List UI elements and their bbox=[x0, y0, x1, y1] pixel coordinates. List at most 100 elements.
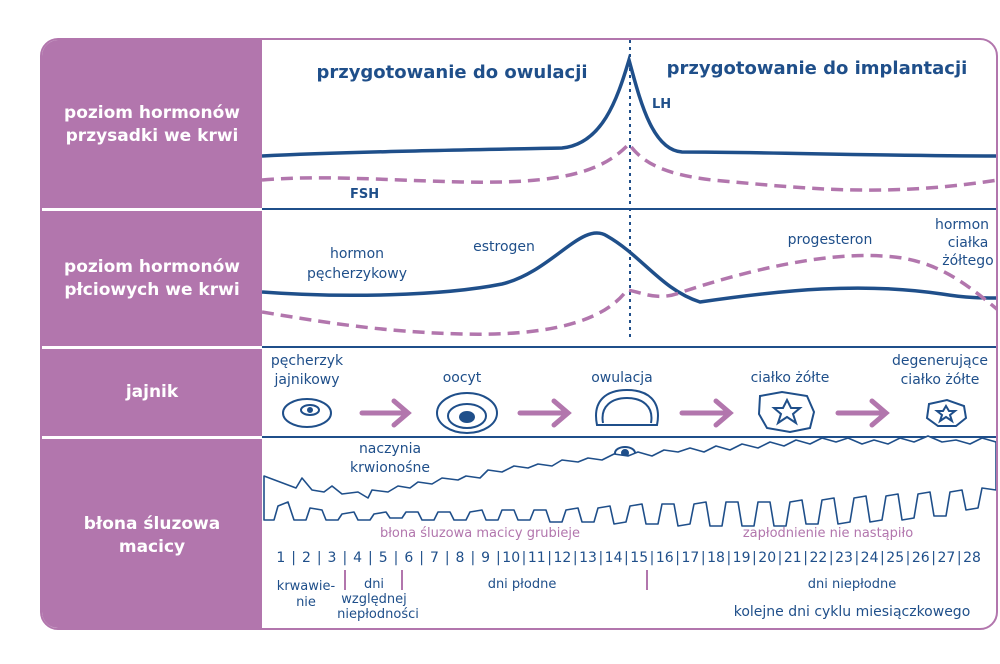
day-number: 11 bbox=[528, 550, 546, 566]
day-number: 4 bbox=[353, 550, 362, 566]
day-separator: | bbox=[880, 550, 885, 566]
degenerating-label-1: degenerujące bbox=[892, 353, 988, 369]
fsh-label: FSH bbox=[350, 187, 379, 202]
day-number: 26 bbox=[912, 550, 930, 566]
day-number: 5 bbox=[379, 550, 388, 566]
uterine-lining bbox=[263, 435, 996, 527]
menstruation-label-2: nie bbox=[296, 595, 316, 610]
day-separator: | bbox=[931, 550, 936, 566]
day-number: 8 bbox=[456, 550, 465, 566]
day-separator: | bbox=[957, 550, 962, 566]
corpus-luteum-label: ciałko żółte bbox=[751, 370, 830, 386]
vessels-label-1: naczynia bbox=[359, 441, 421, 457]
row-divider bbox=[262, 436, 996, 438]
axis-caption: kolejne dni cyklu miesiączkowego bbox=[734, 604, 971, 620]
phase-right-label: przygotowanie do implantacji bbox=[667, 58, 968, 79]
day-separator: | bbox=[368, 550, 373, 566]
day-separator: | bbox=[752, 550, 757, 566]
day-number: 6 bbox=[404, 550, 413, 566]
arrow-right-icon bbox=[679, 398, 734, 428]
sidebar-pituitary-hormones: poziom hormonów przysadki we krwi bbox=[42, 40, 262, 210]
day-separator: | bbox=[675, 550, 680, 566]
sidebar-row4-line2: macicy bbox=[118, 536, 186, 557]
day-separator: | bbox=[419, 550, 424, 566]
day-separator: | bbox=[624, 550, 629, 566]
day-number: 2 bbox=[302, 550, 311, 566]
degenerating-label-2: ciałko żółte bbox=[901, 372, 980, 388]
day-number: 16 bbox=[656, 550, 674, 566]
thickening-label: błona śluzowa macicy grubieje bbox=[380, 526, 580, 541]
day-separator: | bbox=[291, 550, 296, 566]
fertile-days-label: dni płodne bbox=[488, 577, 557, 592]
no-fertilization-label: zapłodnienie nie nastąpiło bbox=[743, 526, 913, 541]
sidebar-row2-line1: poziom hormonów bbox=[64, 256, 240, 277]
progesterone-curve bbox=[262, 253, 996, 336]
day-number: 21 bbox=[784, 550, 802, 566]
fsh-curve bbox=[262, 141, 996, 192]
day-separator: | bbox=[522, 550, 527, 566]
day-separator: | bbox=[547, 550, 552, 566]
day-number: 15 bbox=[630, 550, 648, 566]
day-number: 23 bbox=[835, 550, 853, 566]
day-separator: | bbox=[394, 550, 399, 566]
ovulation-label: owulacja bbox=[591, 370, 653, 386]
day-separator: | bbox=[573, 550, 578, 566]
day-separator: | bbox=[701, 550, 706, 566]
diagram-canvas: przygotowanie do owulacji przygotowanie … bbox=[262, 40, 996, 622]
follicle-label-1: pęcherzyk bbox=[271, 353, 344, 369]
corpus-hormone-label-2: ciałka bbox=[948, 235, 989, 251]
row-divider bbox=[262, 346, 996, 348]
diagram-main: przygotowanie do owulacji przygotowanie … bbox=[262, 40, 996, 628]
day-number: 1 bbox=[276, 550, 285, 566]
day-separator: | bbox=[470, 550, 475, 566]
day-separator: | bbox=[778, 550, 783, 566]
follicle-icon bbox=[282, 398, 332, 428]
day-number: 17 bbox=[681, 550, 699, 566]
day-separator: | bbox=[726, 550, 731, 566]
oocyte-label: oocyt bbox=[443, 370, 482, 386]
estrogen-label: estrogen bbox=[473, 239, 535, 255]
day-separator: | bbox=[803, 550, 808, 566]
menstruation-label-1: krwawie- bbox=[277, 579, 336, 594]
day-number: 12 bbox=[553, 550, 571, 566]
day-number: 22 bbox=[809, 550, 827, 566]
follicular-hormone-label-2: pęcherzykowy bbox=[307, 266, 407, 282]
day-number: 13 bbox=[579, 550, 597, 566]
lh-curve bbox=[262, 53, 996, 158]
sidebar-divider bbox=[42, 208, 262, 211]
relative-label-1: dni bbox=[364, 577, 384, 592]
infertile-days-label: dni niepłodne bbox=[808, 577, 896, 592]
day-number: 10 bbox=[502, 550, 520, 566]
arrow-right-icon bbox=[359, 398, 412, 428]
ovulation-icon bbox=[595, 388, 659, 460]
day-number: 24 bbox=[861, 550, 879, 566]
day-number: 27 bbox=[937, 550, 955, 566]
sidebar-row1-line1: poziom hormonów bbox=[64, 103, 240, 123]
diagram-frame: poziom hormonów przysadki we krwi poziom … bbox=[40, 38, 998, 630]
day-separator: | bbox=[342, 550, 347, 566]
sidebar-row3-line1: jajnik bbox=[125, 382, 179, 402]
phase-left-label: przygotowanie do owulacji bbox=[316, 62, 587, 83]
degenerating-corpus-luteum-icon bbox=[925, 398, 968, 427]
days-row: 1|2|3|4|5|6|7|8|9|10|11|12|13|14|15|16|1… bbox=[276, 550, 981, 566]
sidebar-divider bbox=[42, 346, 262, 349]
sidebar-row2-line2: płciowych we krwi bbox=[64, 279, 240, 300]
corpus-hormone-label-3: żółtego bbox=[942, 253, 993, 269]
sidebar: poziom hormonów przysadki we krwi poziom … bbox=[42, 40, 262, 628]
day-separator: | bbox=[650, 550, 655, 566]
oocyte-icon bbox=[436, 392, 498, 434]
sidebar-row4-line1: błona śluzowa bbox=[83, 513, 221, 534]
corpus-hormone-label-1: hormon bbox=[935, 217, 989, 233]
sidebar-divider bbox=[42, 436, 262, 439]
day-separator: | bbox=[317, 550, 322, 566]
day-separator: | bbox=[496, 550, 501, 566]
relative-label-3: niepłodności bbox=[337, 607, 419, 622]
day-number: 14 bbox=[605, 550, 623, 566]
day-number: 20 bbox=[758, 550, 776, 566]
estrogen-curve bbox=[262, 231, 996, 304]
arrow-right-icon bbox=[835, 398, 890, 428]
progesterone-label: progesteron bbox=[788, 232, 873, 248]
sidebar-row1-line2: przysadki we krwi bbox=[65, 126, 239, 146]
day-number: 3 bbox=[328, 550, 337, 566]
